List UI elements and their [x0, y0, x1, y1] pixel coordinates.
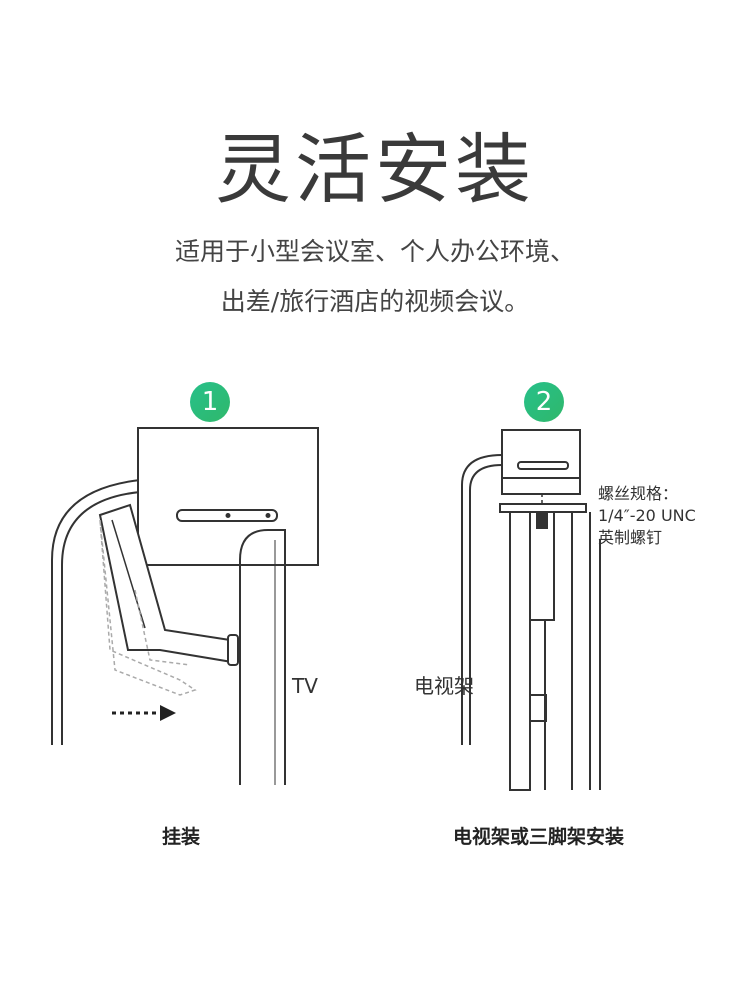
caption-mount: 挂装	[162, 826, 201, 848]
mount-bracket-ghost	[99, 519, 197, 696]
subtitle-line-1: 适用于小型会议室、个人办公环境、	[174, 237, 575, 266]
screw-spec-line-1: 螺丝规格：	[598, 484, 679, 503]
screw-spec-line-2: 1/4″-20 UNC	[598, 506, 696, 525]
installation-diagram	[51, 427, 601, 791]
stand-label: 电视架	[414, 674, 474, 698]
screw-spec: 螺丝规格： 1/4″-20 UNC 英制螺钉	[598, 483, 696, 549]
screw-spec-line-3: 英制螺钉	[598, 528, 663, 547]
page-title: 灵活安装	[215, 125, 535, 214]
tv-panel	[239, 529, 286, 785]
camera-body-left	[137, 427, 319, 566]
stand-mount-plate	[499, 503, 587, 513]
camera-body-right	[501, 429, 581, 479]
stand-pole	[509, 512, 531, 791]
step-1-badge: 1	[190, 382, 230, 422]
cable-left	[51, 479, 141, 745]
screw	[536, 513, 548, 529]
step-2-badge: 2	[524, 382, 564, 422]
subtitle-line-2: 出差/旅行酒店的视频会议。	[220, 287, 530, 316]
arrow-right-icon	[112, 705, 176, 721]
cable-right	[461, 454, 503, 745]
caption-stand: 电视架或三脚架安装	[453, 826, 625, 848]
tv-label: TV	[292, 674, 318, 698]
